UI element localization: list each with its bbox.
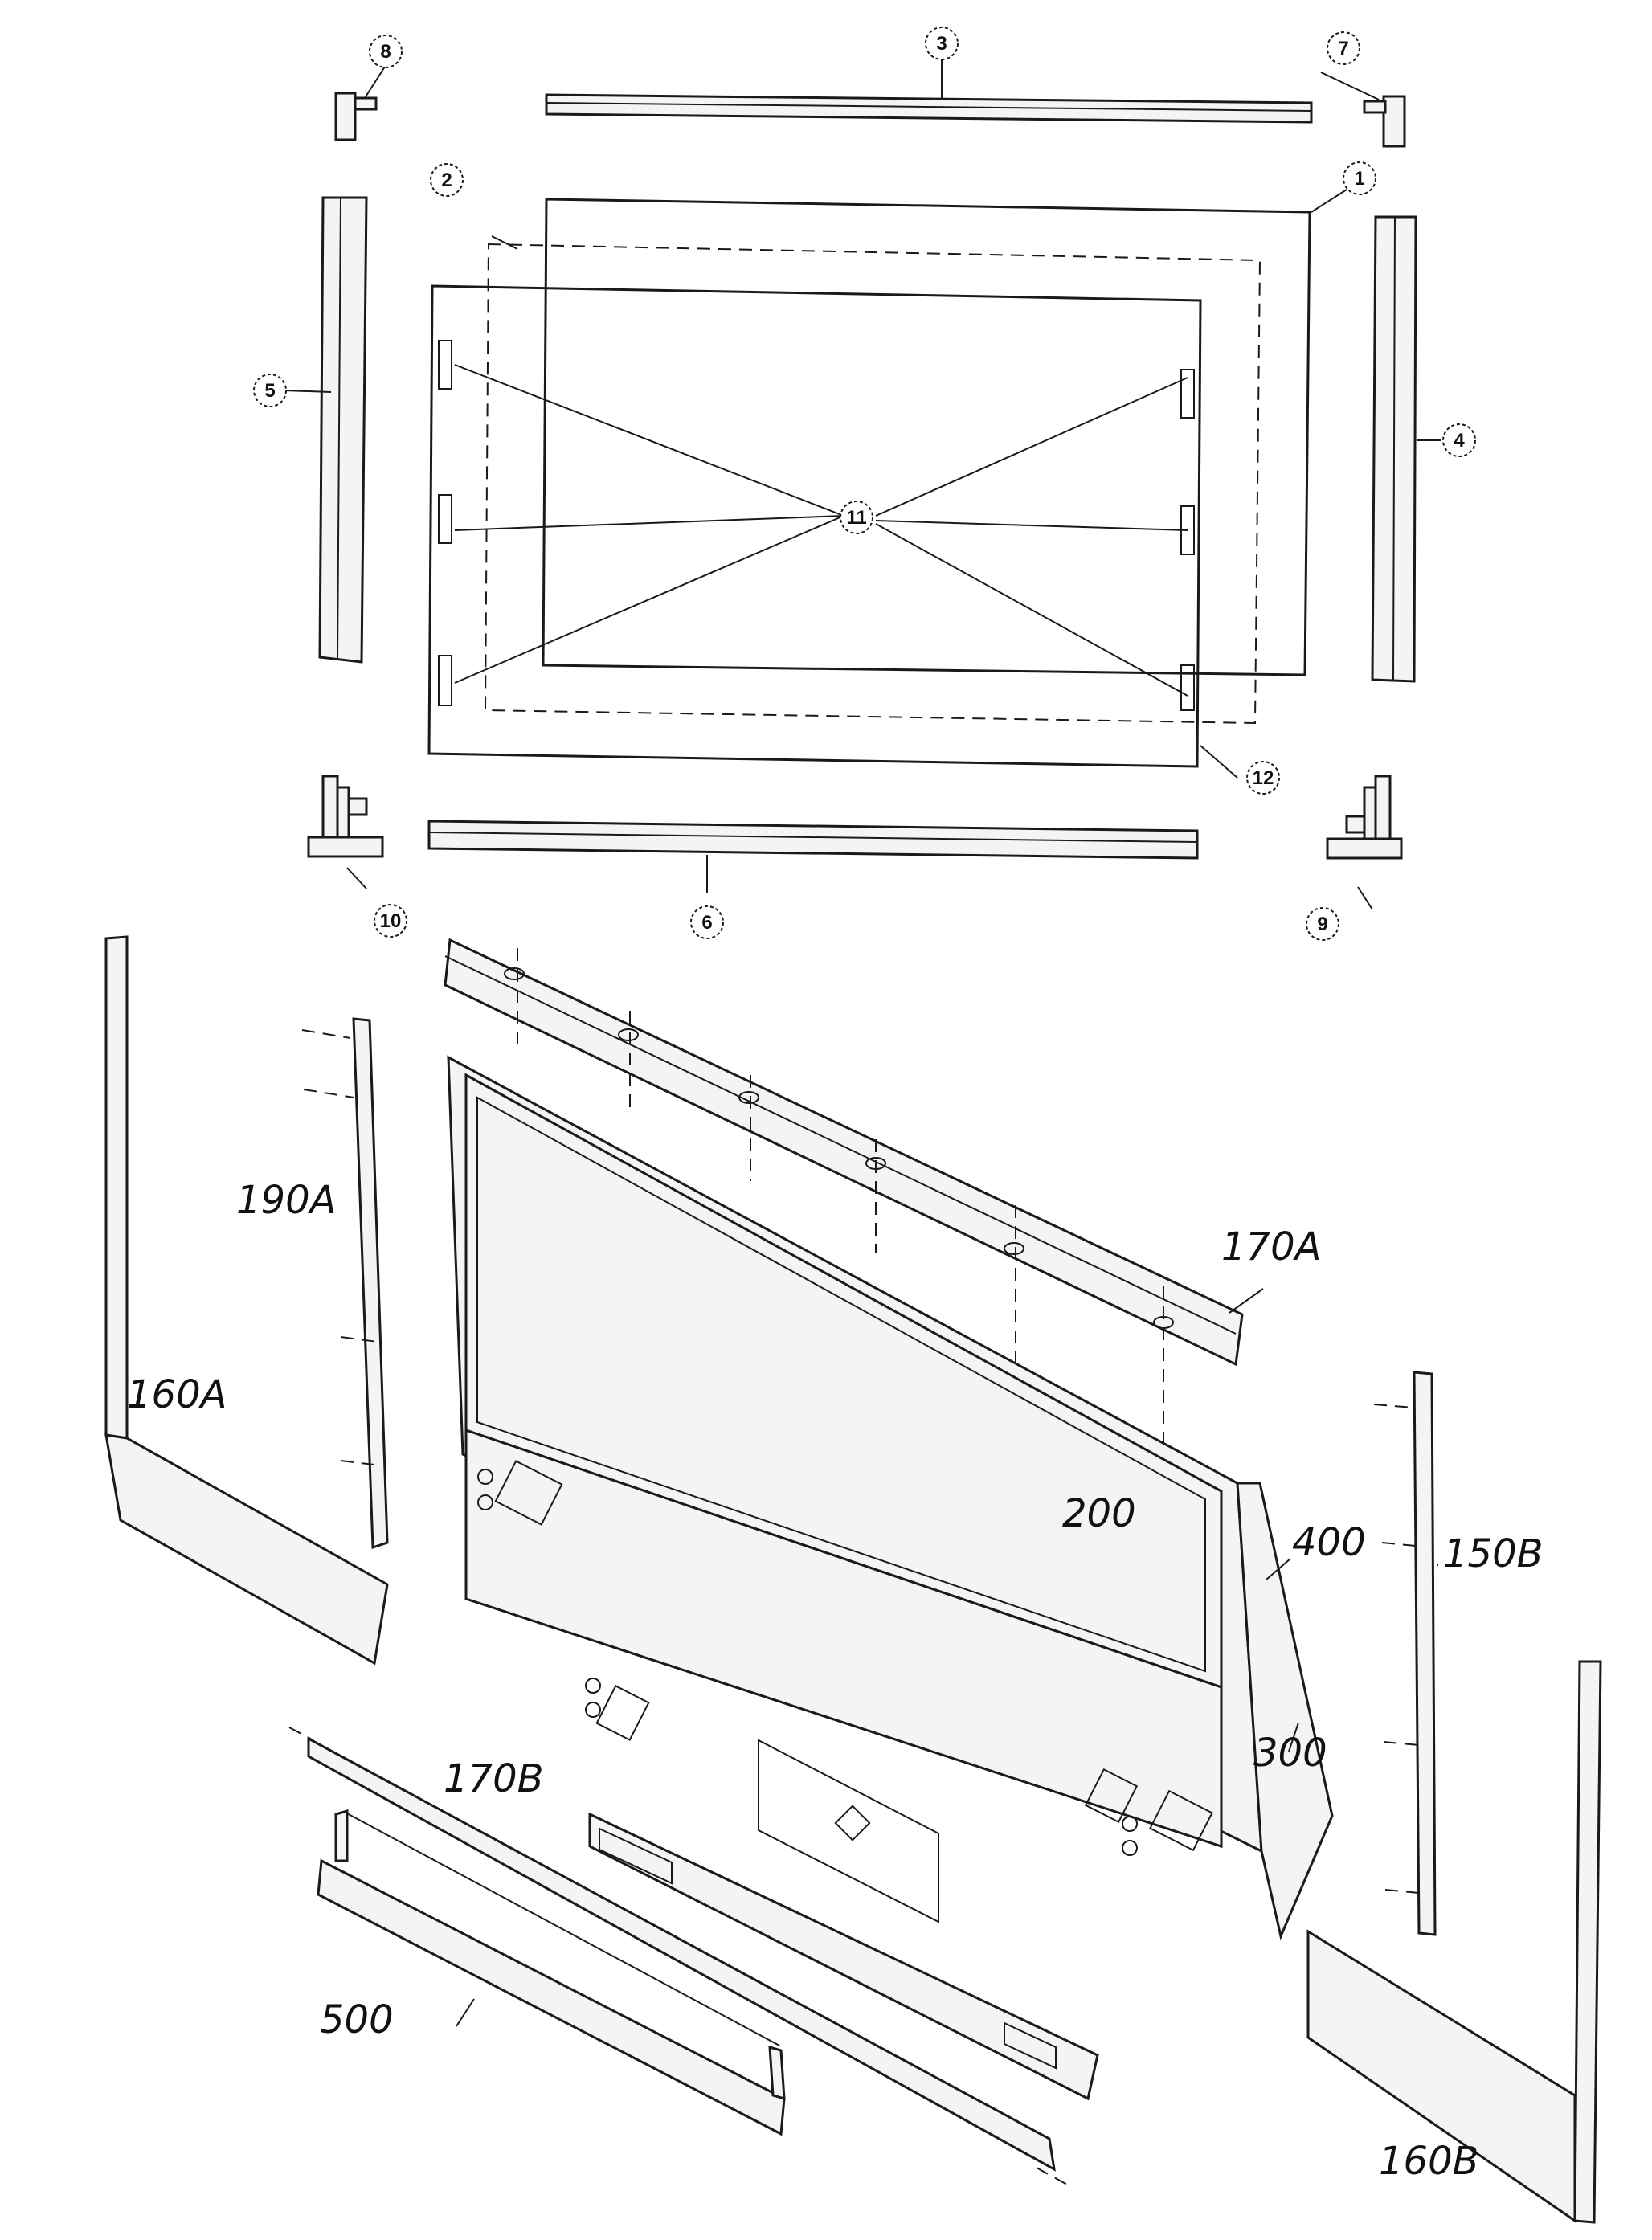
label-170B: 170B: [444, 1756, 544, 1801]
label-190A: 190A: [236, 1178, 336, 1223]
callout-10: 10: [374, 904, 407, 938]
stand-base: [588, 1812, 1099, 2101]
callout-number: 10: [380, 910, 402, 932]
label-170A: 170A: [1221, 1224, 1321, 1269]
callout-5: 5: [253, 374, 287, 407]
label-500: 500: [320, 1997, 394, 2042]
callout-number: 3: [936, 33, 947, 55]
front-rail-170B: [288, 1727, 1069, 2186]
label-400: 400: [1292, 1520, 1366, 1565]
callout-leaders: [284, 56, 1441, 910]
callout-number: 1: [1354, 168, 1364, 190]
cabinet-side-400: [1236, 1482, 1334, 1940]
screen-panel-rear: [542, 198, 1311, 676]
screen-panel-front: [427, 284, 1202, 768]
callout-4: 4: [1442, 423, 1476, 457]
clip-leader-lines: [454, 364, 1188, 697]
label-300: 300: [1253, 1731, 1327, 1776]
callout-number: 9: [1317, 914, 1327, 935]
side-strip-150B: [1373, 1371, 1437, 1936]
side-strip-190A: [301, 1017, 389, 1550]
corner-bracket-top-right: [1363, 95, 1406, 148]
label-160A: 160A: [127, 1372, 227, 1417]
callout-number: 7: [1338, 38, 1348, 59]
callout-number: 11: [846, 507, 866, 529]
callout-number: 5: [264, 380, 275, 402]
corner-bracket-bottom-right: [1326, 775, 1403, 860]
callout-number: 12: [1253, 767, 1274, 789]
callout-8: 8: [369, 35, 403, 68]
callout-number: 6: [701, 912, 712, 934]
corner-bracket-top-left: [334, 92, 378, 141]
top-rail-170A: [444, 938, 1244, 1367]
left-side-panel-160A: [104, 935, 389, 1666]
panel-clips: [438, 340, 1195, 711]
label-160B: 160B: [1379, 2139, 1479, 2184]
left-frame-bar: [318, 196, 368, 664]
cabinet-front-200: [447, 1055, 1263, 1856]
callout-12: 12: [1246, 761, 1280, 795]
callout-number: 8: [380, 41, 391, 63]
handwritten-label-layer: 190A 170A 160A 200 400 150B 300 170B 500 160B: [127, 1178, 1544, 2184]
callout-11: 11: [840, 501, 873, 534]
callout-2: 2: [430, 163, 464, 197]
screen-panel-middle: [484, 243, 1261, 725]
callout-9: 9: [1306, 907, 1339, 941]
callout-1: 1: [1343, 161, 1376, 195]
label-leaders: [456, 1288, 1438, 2027]
base-tray-500: [317, 1809, 786, 2136]
callout-number: 2: [441, 170, 452, 191]
bottom-frame-bar: [427, 820, 1199, 860]
label-200: 200: [1062, 1491, 1136, 1536]
callout-7: 7: [1327, 31, 1360, 65]
callout-number: 4: [1454, 430, 1465, 452]
label-150B: 150B: [1443, 1531, 1544, 1576]
callout-3: 3: [925, 27, 959, 60]
rail-alignment-lines: [517, 948, 1164, 1478]
callout-6: 6: [690, 905, 724, 939]
top-frame-bar: [545, 93, 1313, 124]
right-frame-bar: [1371, 215, 1417, 683]
right-side-panel-160B: [1306, 1660, 1602, 2224]
corner-bracket-bottom-left: [307, 775, 384, 858]
control-panel: [758, 1739, 939, 1923]
